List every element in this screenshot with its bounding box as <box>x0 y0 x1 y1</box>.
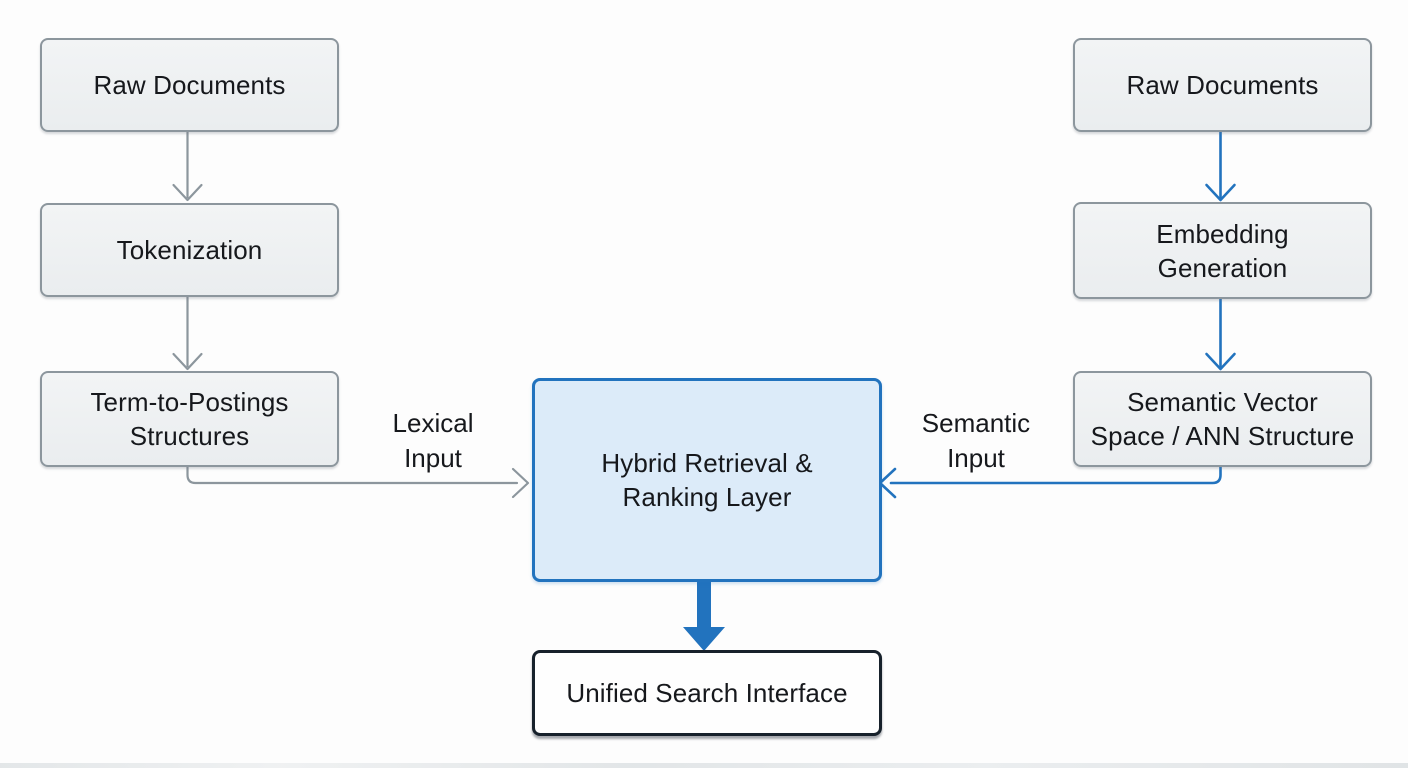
node-label: Tokenization <box>116 235 263 265</box>
edge-label-semantic-input: Semantic Input <box>896 406 1056 476</box>
arrow-hybrid-to-unified <box>683 577 725 651</box>
node-label-line: Structures <box>129 421 250 451</box>
node-hybrid-retrieval-ranking-layer: Hybrid Retrieval & Ranking Layer <box>532 378 882 582</box>
node-label-line: Semantic Vector <box>1127 387 1318 417</box>
node-label-line: Term-to-Postings <box>90 387 289 417</box>
node-tokenization: Tokenization <box>40 203 339 297</box>
node-label-line: Hybrid Retrieval & <box>601 448 813 478</box>
edge-label-lexical-input: Lexical Input <box>353 406 513 476</box>
edge-label-line: Input <box>947 443 1005 473</box>
arrow-left-raw-to-tokenization <box>172 127 203 202</box>
node-embedding-generation: Embedding Generation <box>1073 202 1372 299</box>
arrow-tokenization-to-postings <box>172 293 203 371</box>
node-label: Raw Documents <box>1126 70 1319 100</box>
edge-label-line: Lexical <box>392 408 474 438</box>
node-label: Unified Search Interface <box>566 678 848 708</box>
node-label-line: Embedding <box>1156 218 1289 249</box>
edge-label-line: Input <box>404 443 462 473</box>
bottom-edge-artifact <box>0 763 1408 768</box>
node-raw-documents-left: Raw Documents <box>40 38 339 132</box>
node-unified-search-interface: Unified Search Interface <box>532 650 882 736</box>
node-label-line: Space / ANN Structure <box>1090 421 1355 451</box>
edge-label-line: Semantic <box>921 408 1031 438</box>
node-term-to-postings-structures: Term-to-Postings Structures <box>40 371 339 467</box>
arrow-right-raw-to-embedding <box>1205 127 1236 202</box>
node-semantic-vector-space: Semantic Vector Space / ANN Structure <box>1073 371 1372 467</box>
node-raw-documents-right: Raw Documents <box>1073 38 1372 132</box>
node-label: Raw Documents <box>93 70 286 100</box>
arrow-embedding-to-vector <box>1205 294 1236 371</box>
node-label-line: Generation <box>1157 252 1288 283</box>
node-label-line: Ranking Layer <box>622 482 792 512</box>
